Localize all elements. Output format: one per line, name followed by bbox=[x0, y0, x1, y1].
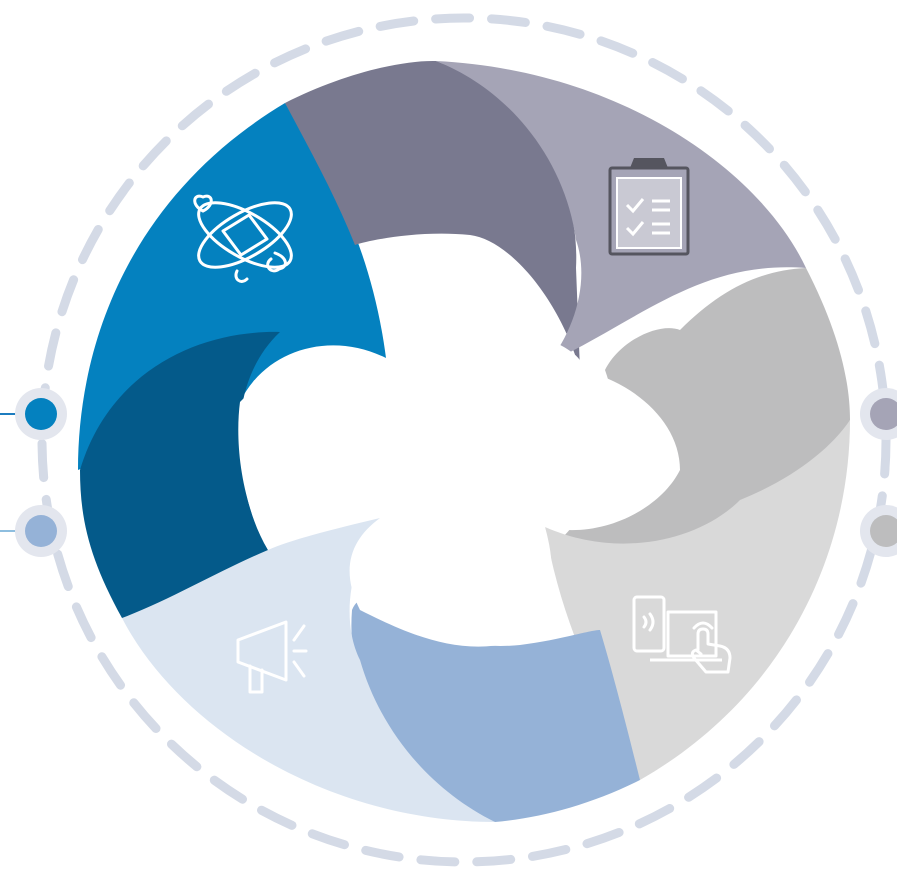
clipboard-checklist-icon bbox=[608, 158, 690, 256]
segment-blue-dark bbox=[80, 331, 280, 618]
center-clover bbox=[238, 328, 680, 647]
segment-slate-dark bbox=[285, 60, 580, 371]
megaphone-icon bbox=[236, 620, 308, 694]
node-left-top bbox=[15, 388, 67, 440]
node-right-bottom bbox=[860, 505, 897, 557]
segment-gray-light bbox=[545, 420, 850, 780]
segment-pale-blue bbox=[122, 518, 495, 822]
segment-light-blue bbox=[351, 598, 640, 822]
devices-touch-icon bbox=[632, 595, 732, 674]
node-left-bottom bbox=[15, 505, 67, 557]
node-right-top bbox=[860, 388, 897, 440]
atom-heart-icon bbox=[193, 194, 293, 283]
segments bbox=[78, 60, 850, 822]
